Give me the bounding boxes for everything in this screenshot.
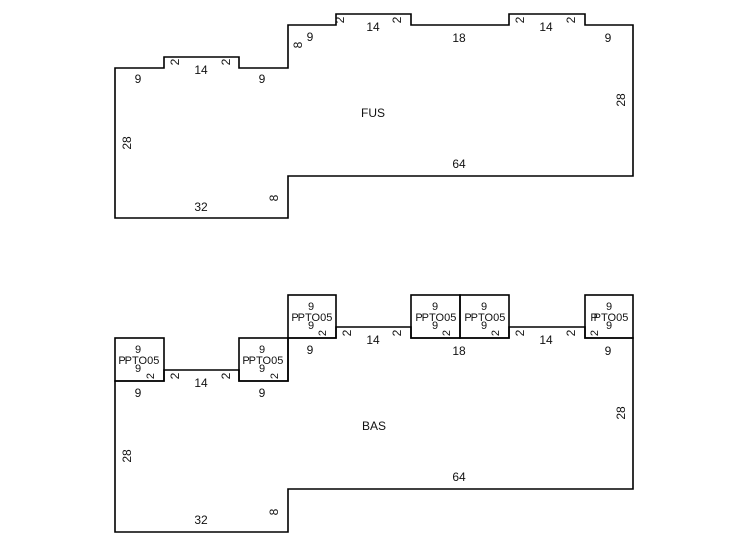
pto-cell-labels: 9 P PTO05 9 2 (291, 301, 332, 336)
cell-prefix: P (590, 312, 597, 324)
cell-label: PTO05 (422, 312, 457, 324)
fus-dim: 8 (291, 41, 305, 48)
pto-cell-labels: 9 P PTO05 9 2 (589, 301, 628, 336)
bas-area-label: BAS (362, 419, 386, 433)
fus-dim: 2 (513, 16, 527, 23)
bas-dim: 9 (135, 386, 142, 400)
cell-prefix: P (118, 355, 125, 367)
pto-cell (459, 294, 510, 339)
fus-dim: 2 (333, 16, 347, 23)
pto-cell (287, 294, 337, 339)
fus-dim: 64 (452, 157, 466, 171)
fus-dim: 2 (390, 16, 404, 23)
cell-dim: 2 (269, 373, 281, 379)
cell-dim: 2 (589, 330, 601, 336)
bas-dim: 2 (513, 329, 527, 336)
pto-cell (238, 337, 289, 382)
cell-label: PTO05 (249, 355, 284, 367)
bas-dim: 18 (452, 344, 466, 358)
cell-dim: 9 (308, 301, 314, 313)
fus-outline (114, 13, 634, 219)
fus-dim: 2 (564, 16, 578, 23)
cell-dim: 9 (135, 344, 141, 356)
cell-dim: 9 (308, 320, 314, 332)
fus-dim: 8 (267, 194, 281, 201)
bas-dim: 2 (219, 372, 233, 379)
bas-dim: 8 (267, 508, 281, 515)
cell-dim: 9 (432, 301, 438, 313)
fus-dim: 9 (135, 72, 142, 86)
bas-dim: 14 (366, 333, 380, 347)
bas-dim: 32 (194, 513, 208, 527)
bas-dim: 14 (539, 333, 553, 347)
cell-dim: 9 (606, 301, 612, 313)
bas-dim: 14 (194, 376, 208, 390)
pto-cell-labels: 9 P PTO05 9 2 (464, 301, 505, 336)
bas-dim: 2 (390, 329, 404, 336)
cell-dim: 2 (441, 330, 453, 336)
cell-dim: 2 (490, 330, 502, 336)
cell-dim: 9 (481, 301, 487, 313)
cell-prefix: P (242, 355, 249, 367)
fus-sketch: FUS 9 2 14 2 9 8 9 2 14 2 18 2 14 2 9 28… (114, 13, 634, 219)
cell-label: PTO05 (298, 312, 333, 324)
bas-dim: 2 (168, 372, 182, 379)
fus-dim: 9 (259, 72, 266, 86)
cell-prefix: P (415, 312, 422, 324)
bas-dim: 28 (120, 449, 134, 463)
cell-dim: 2 (145, 373, 157, 379)
fus-dim: 14 (194, 63, 208, 77)
fus-dim: 14 (539, 20, 553, 34)
fus-area-label: FUS (361, 106, 385, 120)
cell-dim: 9 (432, 320, 438, 332)
cell-dim: 9 (135, 363, 141, 375)
fus-dim: 28 (614, 93, 628, 107)
cell-label: PTO05 (594, 312, 629, 324)
cell-dim: 9 (259, 363, 265, 375)
cell-prefix: P (291, 312, 298, 324)
bas-sketch: 9 P PTO05 9 2 9 P PTO05 9 2 9 P PTO05 9 … (114, 294, 634, 533)
fus-dim: 2 (219, 58, 233, 65)
cell-dim: 2 (317, 330, 329, 336)
pto-cell-labels: 9 P PTO05 9 2 (118, 344, 159, 379)
fus-dim: 14 (366, 20, 380, 34)
bas-dim: 2 (564, 329, 578, 336)
cell-label: PTO05 (471, 312, 506, 324)
fus-dim: 18 (452, 31, 466, 45)
bas-dim: 64 (452, 470, 466, 484)
fus-dim: 9 (307, 30, 314, 44)
fus-dim: 2 (168, 58, 182, 65)
bas-dim: 9 (259, 386, 266, 400)
cell-dim: 9 (606, 320, 612, 332)
pto-cell-labels: 9 P PTO05 9 2 (415, 301, 456, 336)
fus-dim: 28 (120, 136, 134, 150)
bas-dim: 2 (340, 329, 354, 336)
bas-dim: 28 (614, 406, 628, 420)
cell-label: PTO05 (125, 355, 160, 367)
bas-dim: 9 (307, 343, 314, 357)
pto-cell (114, 337, 165, 382)
fus-dim: 32 (194, 200, 208, 214)
pto-cell (584, 294, 634, 339)
pto-cell-labels: 9 P PTO05 9 2 (242, 344, 283, 379)
bas-dim: 9 (605, 344, 612, 358)
cell-prefix: P (464, 312, 471, 324)
fus-dim: 9 (605, 31, 612, 45)
cell-dim: 9 (481, 320, 487, 332)
cell-dim: 9 (259, 344, 265, 356)
